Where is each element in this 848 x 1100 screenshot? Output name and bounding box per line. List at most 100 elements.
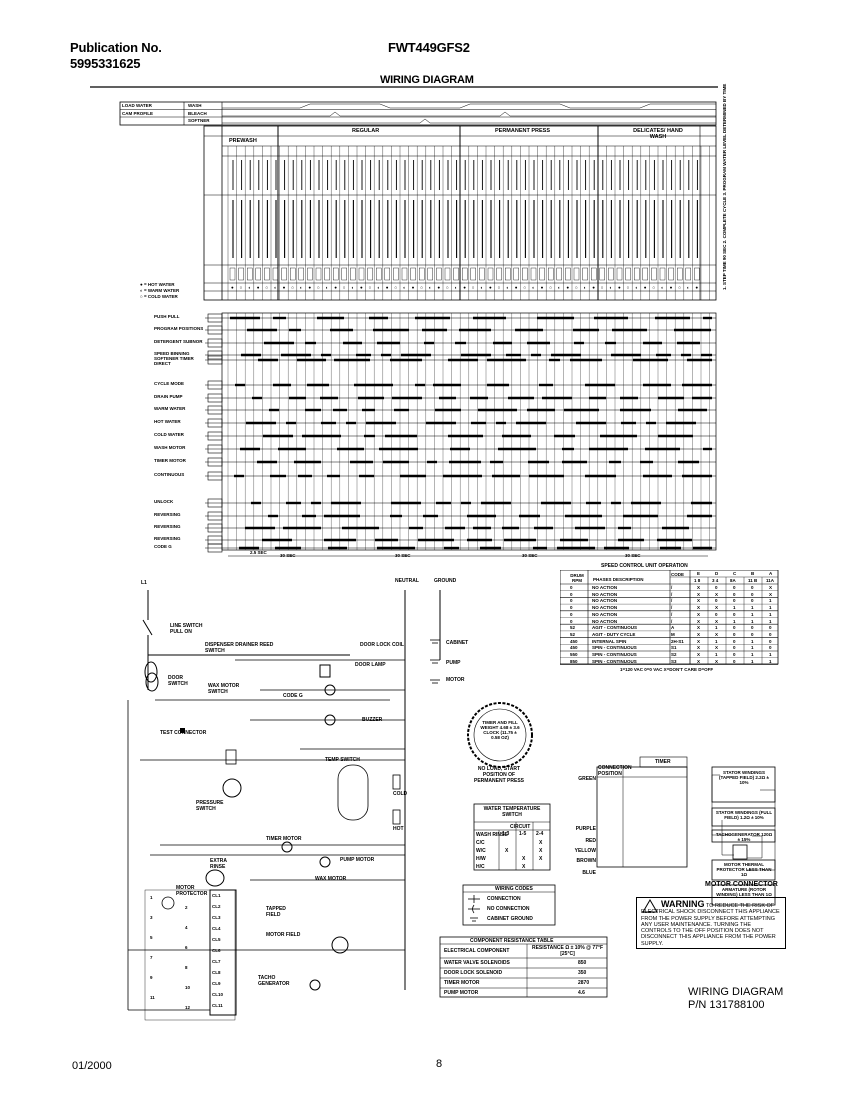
speed-table-title: SPEED CONTROL UNIT OPERATION [601,563,688,569]
wts-cell: X [539,848,543,854]
cycle-time-cell [350,267,356,281]
wts-col: 1-3 [502,831,510,837]
timer-pin-number: 6 [185,945,188,950]
speed-code: / [671,605,673,611]
cycle-time-cell [470,267,476,281]
cycle-time-cell [444,267,451,281]
pump-label: PUMP [446,660,461,666]
speed-desc: NO ACTION [592,618,618,624]
resistance-value: 2870 [578,980,590,986]
speed-cell: X [697,658,701,664]
speed-subcol: 1 8 [694,578,701,583]
speed-cell: X [697,598,701,604]
wire-yellow: YELLOW [574,848,596,854]
speed-cell: X [697,611,701,617]
motor-protector-label: MOTOR PROTECTOR [176,885,208,897]
cycle-temp-mark: ○ [601,285,604,290]
timer-dial-note: NO LOAD, START POSITION OF PERMANENT PRE… [473,766,524,784]
cycle-temp-mark: ◐ [351,285,354,290]
motor-label: MOTOR [446,677,465,683]
timing-row-terminal [207,498,223,508]
neutral-label: NEUTRAL [395,578,419,584]
timing-row-terminal [207,380,223,390]
cycle-time-cell [393,267,399,281]
cycle-time-cell [505,267,511,281]
cycle-temp-mark: ◐ [480,285,483,290]
page-title: WIRING DIAGRAM [380,74,474,86]
speed-cell: X [715,605,719,611]
cycle-temp-mark: ◐ [506,285,509,290]
cycle-temp-mark: ◐ [558,285,561,290]
timer-pin-left: CL5 [212,937,221,942]
hot-label: HOT [393,826,404,832]
resistance-value: 850 [578,960,587,966]
timing-row-terminal [207,355,223,365]
speed-cell: X [715,591,719,597]
speed-cell: X [715,645,719,651]
cycle-time-cell [307,267,313,281]
timing-row-label: COLD WATER [154,432,184,437]
cycle-temp-mark: ◐ [584,285,587,290]
buzzer-label: BUZZER [362,717,383,723]
speed-cell: 1 [769,618,772,624]
timing-row-label: TIMER MOTOR [154,458,186,463]
cycle-time-cell [616,267,623,281]
resistance-component: TIMER MOTOR [444,980,480,986]
wts-row-label: W/C [476,848,486,854]
cycle-time-cell [651,267,657,281]
speed-rpm: 550 [570,652,578,657]
timer-pin-left: CL8 [212,970,221,975]
speed-col-phase: PHASES DESCRIPTION [593,577,644,582]
cycle-time-cell [573,267,580,281]
speed-cell: 0 [751,631,754,637]
speed-desc: SPIN - CONTINUOUS [592,645,637,651]
cycle-temp-mark: ◐ [635,285,638,290]
speed-cell: 1 [769,658,772,664]
cycle-temp-mark: ○ [446,285,449,290]
speed-cell: X [697,605,701,611]
cycle-temp-mark: ● [463,285,466,290]
speed-desc: AGIT - DUTY CYCLE [592,631,636,637]
speed-cell: 1 [733,605,736,611]
wts-col: 1-5 [519,831,527,837]
profile-wash: WASH [188,103,202,108]
wts-row-label: H/W [476,856,486,862]
speed-code: / [671,591,673,597]
timer-pin-number: 12 [185,1005,191,1010]
cycle-time-cell [358,267,365,281]
cycle-temp-mark: ● [360,285,363,290]
cycle-time-cell [298,267,304,281]
speed-cell: 0 [733,652,736,657]
cycle-time-cell [565,267,571,281]
wts-cell: X [522,864,526,870]
speed-cell: 1 [751,618,754,624]
motor-box-text: MOTOR THERMAL PROTECTOR LESS THAN 1Ω [716,862,772,877]
cycle-temp-mark: ○ [291,285,294,290]
cycle-time-cell [333,267,339,281]
cycle-temp-mark: ◐ [300,285,303,290]
timer-title: TIMER [655,759,671,765]
timer-pin-number: 10 [185,985,191,990]
cycle-temp-mark: ○ [523,285,526,290]
resistance-component: DOOR LOCK SOLENOID [444,970,503,976]
knob-label: TIMER AND FILL WEIGHT 4.68 ± 3.6 CLOCK (… [480,720,520,740]
timer-pin-left: CL2 [212,904,221,909]
cycle-time-cell [290,267,296,281]
cycle-temp-mark: ● [670,285,673,290]
speed-cell: 0 [751,585,754,590]
speed-cell: 1 [769,611,772,617]
cycle-time-cell [677,267,683,281]
timer-pin-number: 5 [150,935,153,940]
speed-rpm: 0 [570,618,573,624]
resistance-col-component: ELECTRICAL COMPONENT [444,948,510,954]
speed-cell: X [769,585,773,590]
wiring-code-connection: CONNECTION [487,896,521,902]
speed-cell: X [715,658,719,664]
speed-cell: 0 [751,598,754,604]
timing-row-terminal [207,405,223,415]
cycle-temp-mark: ○ [343,285,346,290]
cycle-time-cell [462,267,468,281]
speed-col-D: D [715,571,719,576]
cycle-temp-mark: ○ [394,285,397,290]
speed-cell: 0 [733,591,736,597]
